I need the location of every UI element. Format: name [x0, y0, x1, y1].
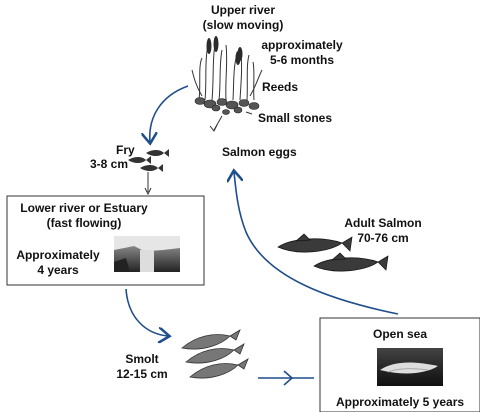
upper-river-line2: (slow moving) — [202, 18, 284, 32]
arrow-eggs-to-fry — [150, 85, 189, 142]
adult-salmon-label: Adult Salmon 70-76 cm — [334, 216, 432, 246]
fry-name: Fry — [116, 143, 135, 157]
reeds-label: Reeds — [262, 80, 299, 94]
upper-river-line1: Upper river — [210, 3, 276, 17]
adult-salmon-icons — [277, 233, 389, 272]
fry-fish-icons — [128, 149, 169, 172]
small-stones-label: Small stones — [258, 111, 333, 125]
smolt-name: Smolt — [125, 352, 159, 366]
smolt-size: 12-15 cm — [116, 367, 168, 381]
fry-label: Fry — [116, 143, 156, 158]
reeds-illustration — [191, 36, 263, 132]
open-sea-title: Open sea — [372, 327, 428, 341]
upper-river-label: Upper river (slow moving) — [195, 3, 291, 33]
upper-duration-line1: approximately — [261, 38, 343, 52]
open-sea-image — [377, 348, 443, 386]
smolt-label: Smolt 12-15 cm — [112, 352, 172, 382]
lower-river-line2: (fast flowing) — [46, 216, 122, 230]
adult-salmon-size: 70-76 cm — [357, 231, 409, 245]
salmon-eggs-label: Salmon eggs — [222, 145, 297, 159]
fry-size: 3-8 cm — [90, 157, 129, 171]
lower-river-label: Lower river or Estuary (fast flowing) — [4, 201, 164, 231]
upper-duration-line2: 5-6 months — [269, 53, 334, 67]
waterfall-image — [114, 236, 180, 272]
adult-salmon-name: Adult Salmon — [344, 216, 422, 230]
lower-river-duration: Approximately 4 years — [14, 248, 102, 278]
lower-river-duration-line2: 4 years — [37, 263, 79, 277]
arrow-lower-river-to-smolt — [125, 288, 168, 336]
smolt-fish-icons — [181, 329, 249, 379]
upper-duration-label: approximately 5-6 months — [252, 38, 352, 68]
arrow-open-sea-to-eggs — [234, 172, 399, 315]
open-sea-duration: Approximately 5 years — [335, 395, 465, 409]
lower-river-line1: Lower river or Estuary — [20, 201, 148, 215]
lower-river-duration-line1: Approximately — [16, 248, 100, 262]
